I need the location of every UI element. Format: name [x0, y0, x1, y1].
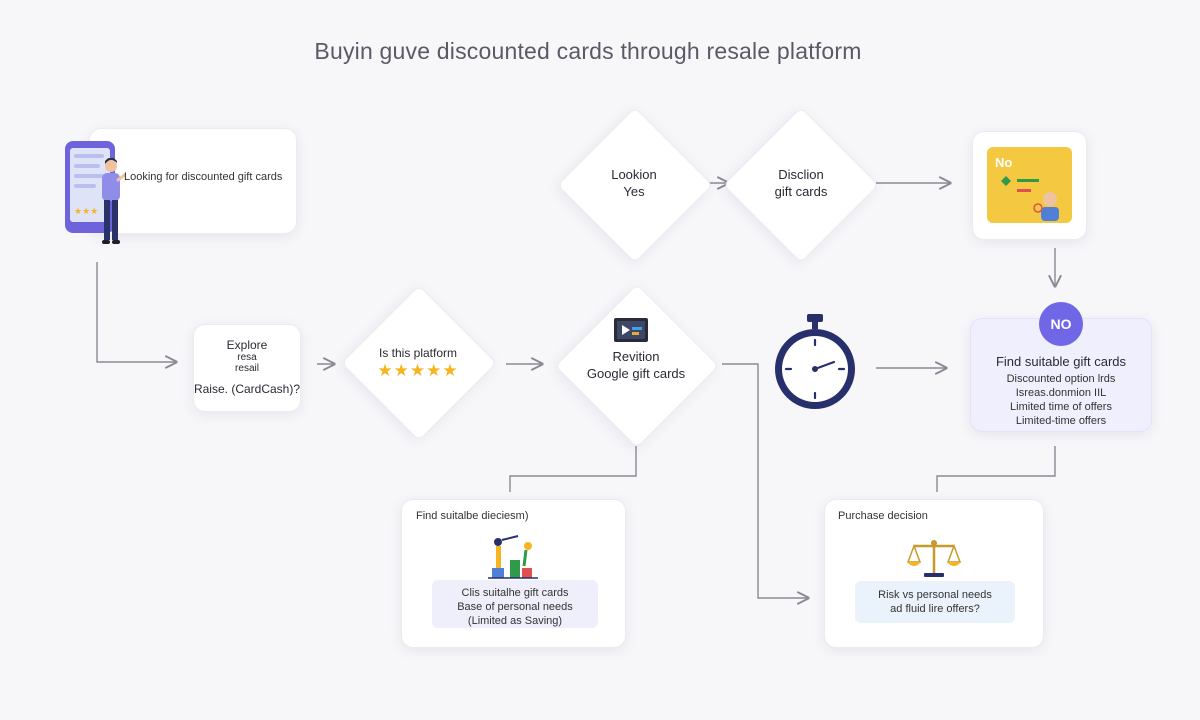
- disclion-text: Disclion gift cards: [774, 167, 828, 199]
- no-badge: NO: [1039, 302, 1083, 346]
- find-suitable-text: Find suitable gift cards Discounted opti…: [995, 354, 1127, 427]
- rating-stars: ★★★★★: [377, 361, 459, 380]
- explore-card[interactable]: [193, 324, 301, 412]
- scales-icon: [906, 538, 962, 583]
- looking-label: Looking for discounted gift cards: [124, 171, 283, 183]
- platform-label: Is this platform: [378, 346, 458, 360]
- stopwatch-icon: [772, 312, 858, 419]
- phone-icon: ★★★: [64, 140, 116, 239]
- lookion-text: Lookion Yes: [611, 167, 657, 199]
- purchase-details: Risk vs personal needs ad fluid lire off…: [855, 581, 1015, 623]
- find-decision-heading: Find suitalbe dieciesm): [416, 510, 529, 522]
- looking-card[interactable]: [89, 128, 297, 234]
- explore-text: Explore resa resail Raise. (CardCash)?: [193, 338, 301, 396]
- diagram-title: Buyin guve discounted cards through resa…: [314, 38, 862, 64]
- revition-text: Revition Google gift cards: [586, 349, 686, 381]
- svg-text:★★★: ★★★: [74, 206, 98, 216]
- line-revition-to-find-decision: [509, 446, 637, 492]
- person-icon: [96, 157, 128, 251]
- line-find-to-purchase: [936, 446, 1056, 492]
- no-top-badge: No: [995, 155, 1013, 170]
- video-icon: [614, 318, 648, 347]
- find-decision-details: Clis suitalhe gift cards Base of persona…: [432, 580, 598, 628]
- yellow-card-icon: No: [987, 147, 1072, 223]
- blocks-icon: [488, 532, 538, 585]
- purchase-heading: Purchase decision: [838, 510, 928, 522]
- arrow-revition-to-purchase: [722, 363, 808, 598]
- arrow-looking-to-explore: [96, 262, 176, 362]
